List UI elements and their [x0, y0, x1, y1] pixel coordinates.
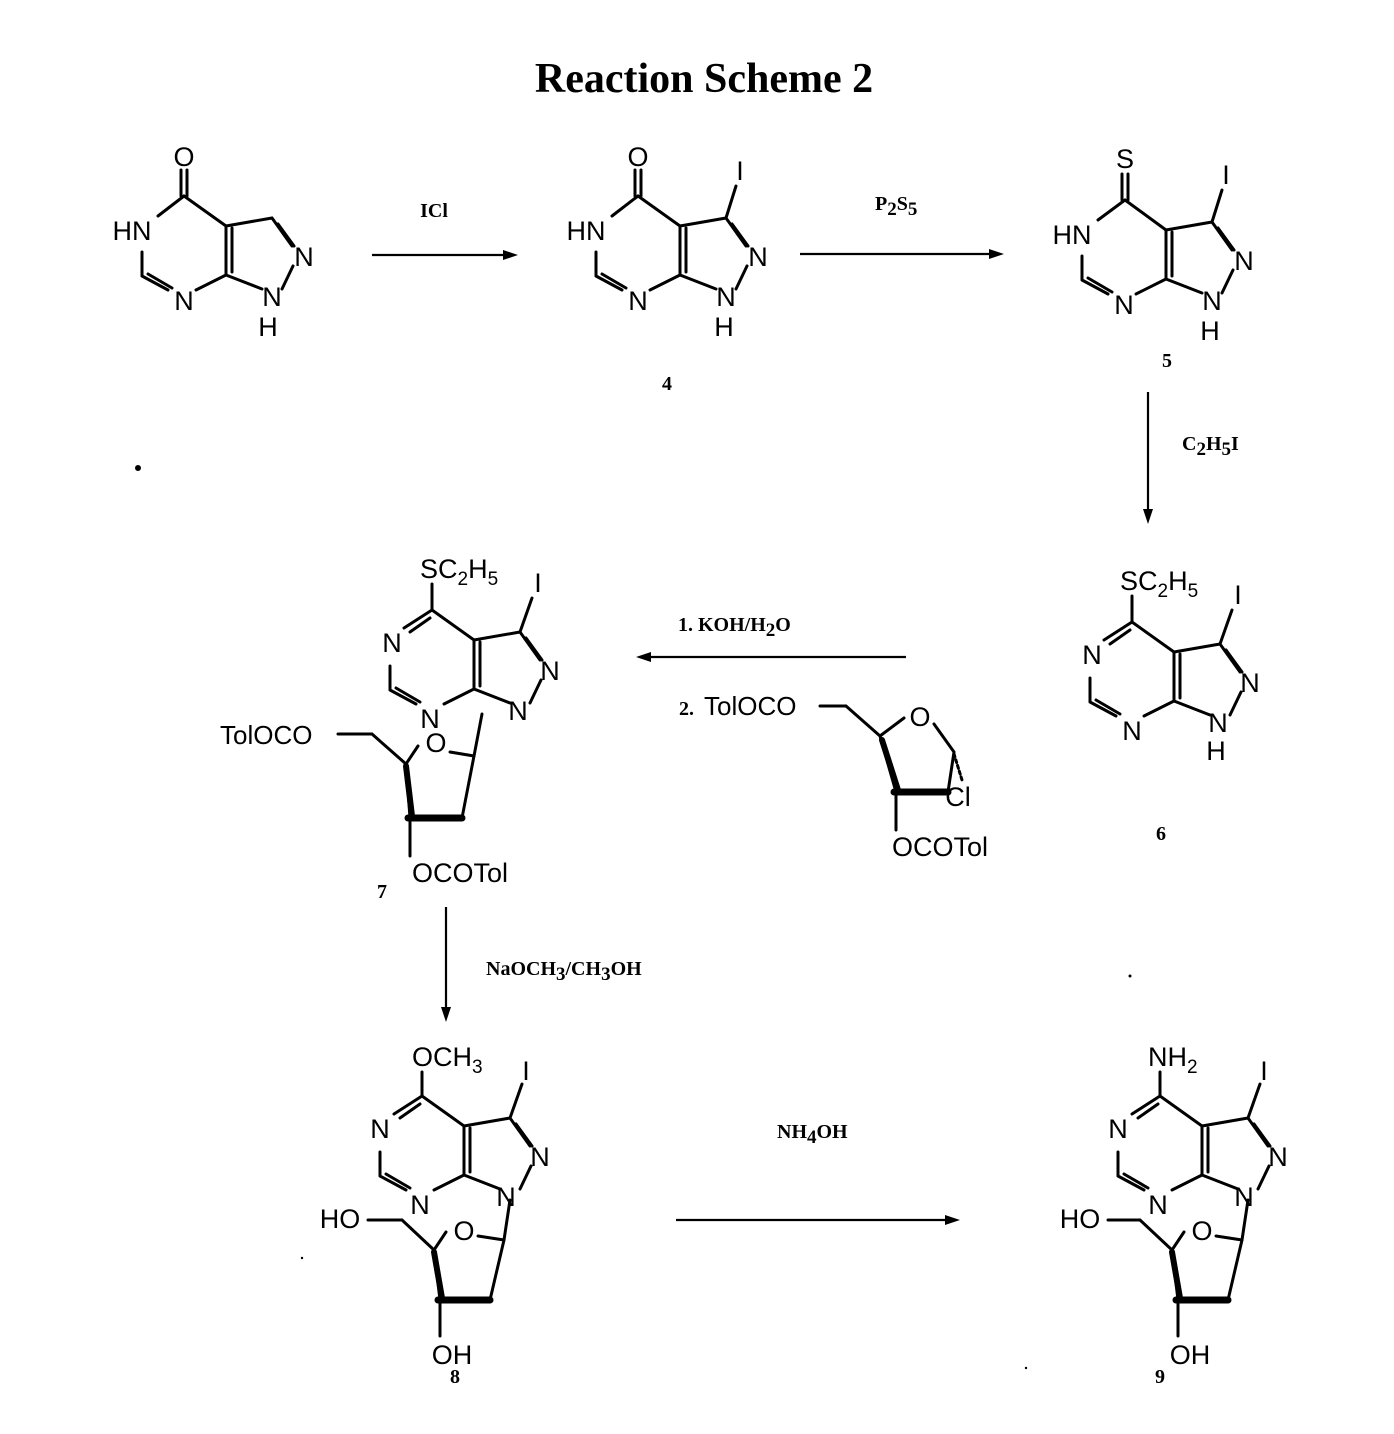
atom-HN: HN — [113, 216, 152, 246]
atom-nitrogen: N — [540, 656, 560, 686]
compound-number-5: 5 — [1162, 350, 1172, 372]
atom-nitrogen: N — [628, 286, 648, 316]
atom-nitrogen: N — [530, 1142, 550, 1172]
atom-nitrogen: N — [1108, 1114, 1128, 1144]
atom-nitrogen: N — [1234, 246, 1254, 276]
reagent-NH4OH: NH4OH — [777, 1121, 848, 1148]
atom-nitrogen: N — [382, 628, 402, 658]
atom-iodine: I — [1260, 1056, 1268, 1086]
atom-nitrogen: N — [1268, 1142, 1288, 1172]
atom-nitrogen: N — [1234, 1182, 1254, 1212]
reagent-KOH-H2O: 1. KOH/H2O — [678, 614, 791, 641]
atom-OH: OH — [1170, 1340, 1211, 1370]
atom-hydrogen: H — [1200, 316, 1220, 346]
reagent-ICl: ICl — [420, 200, 448, 222]
atom-iodine: I — [736, 156, 744, 186]
atom-hydrogen: H — [258, 312, 278, 342]
compound-number-4: 4 — [662, 373, 672, 395]
atom-iodine: I — [1222, 160, 1230, 190]
stray-specks — [135, 465, 1132, 1369]
atom-chlorine: Cl — [945, 782, 971, 812]
atom-HO: HO — [1060, 1204, 1101, 1234]
atom-iodine: I — [534, 568, 542, 598]
atom-oxygen: O — [425, 728, 446, 758]
atom-OH: OH — [432, 1340, 473, 1370]
arrow-thionation — [800, 249, 1004, 259]
atom-HN: HN — [1053, 220, 1092, 250]
atom-oxygen: O — [173, 142, 194, 172]
compound-number-7: 7 — [377, 881, 387, 903]
compound-number-9: 9 — [1155, 1366, 1165, 1388]
atom-TolOCO: TolOCO — [704, 691, 796, 721]
structure-8: OCH3 I N N N N HO O OH — [320, 1042, 550, 1370]
atom-HN: HN — [567, 216, 606, 246]
atom-nitrogen: N — [496, 1182, 516, 1212]
atom-nitrogen: N — [1082, 640, 1102, 670]
atom-nitrogen: N — [1208, 708, 1228, 738]
atom-nitrogen: N — [294, 242, 314, 272]
atom-oxygen: O — [909, 702, 930, 732]
atom-nitrogen: N — [262, 282, 282, 312]
atom-nitrogen: N — [1122, 716, 1142, 746]
scheme-title: Reaction Scheme 2 — [535, 56, 873, 102]
atom-nitrogen: N — [1114, 290, 1134, 320]
atom-nitrogen: N — [508, 696, 528, 726]
reagent-P2S5: P2S5 — [875, 193, 917, 220]
atom-nitrogen: N — [174, 286, 194, 316]
arrow-glycosylation — [636, 652, 906, 662]
structure-9: NH2 I N N N N HO O OH — [1060, 1042, 1288, 1370]
arrow-alkylation — [1143, 392, 1153, 524]
atom-TolOCO: TolOCO — [220, 720, 312, 750]
structure-start: O HN N N N H — [113, 142, 314, 342]
atom-OCOTol: OCOTol — [892, 832, 988, 862]
atom-oxygen: O — [627, 142, 648, 172]
atom-nitrogen: N — [1240, 668, 1260, 698]
structure-chlorosugar: TolOCO O Cl OCOTol — [704, 691, 988, 862]
atom-NH2: NH2 — [1148, 1042, 1198, 1078]
reagent-NaOCH3-CH3OH: NaOCH3/CH3OH — [486, 958, 642, 985]
compound-number-6: 6 — [1156, 823, 1166, 845]
reagent-step2-number: 2. — [679, 698, 694, 720]
structure-6: SC2H5 I N N N N H — [1082, 566, 1260, 766]
arrow-methoxylation — [441, 907, 451, 1022]
atom-nitrogen: N — [410, 1190, 430, 1220]
atom-oxygen: O — [453, 1216, 474, 1246]
atom-nitrogen: N — [370, 1114, 390, 1144]
atom-nitrogen: N — [748, 242, 768, 272]
arrow-iodination — [372, 250, 518, 260]
atom-nitrogen: N — [1202, 286, 1222, 316]
atom-HO: HO — [320, 1204, 361, 1234]
atom-hydrogen: H — [714, 312, 734, 342]
structure-4: O I HN N N N H — [567, 142, 768, 342]
atom-hydrogen: H — [1206, 736, 1226, 766]
structure-7: SC2H5 I N N N N TolOCO O OCOTol — [220, 554, 560, 888]
atom-sulfur: S — [1116, 144, 1134, 174]
reagent-C2H5I: C2H5I — [1182, 433, 1239, 460]
atom-iodine: I — [522, 1056, 530, 1086]
structure-5: S I HN N N N H — [1053, 144, 1254, 346]
arrow-amination — [676, 1215, 960, 1225]
atom-nitrogen: N — [1148, 1190, 1168, 1220]
reaction-arrows — [372, 249, 1153, 1225]
atom-oxygen: O — [1191, 1216, 1212, 1246]
atom-iodine: I — [1234, 580, 1242, 610]
atom-OCOTol: OCOTol — [412, 858, 508, 888]
atom-nitrogen: N — [716, 282, 736, 312]
